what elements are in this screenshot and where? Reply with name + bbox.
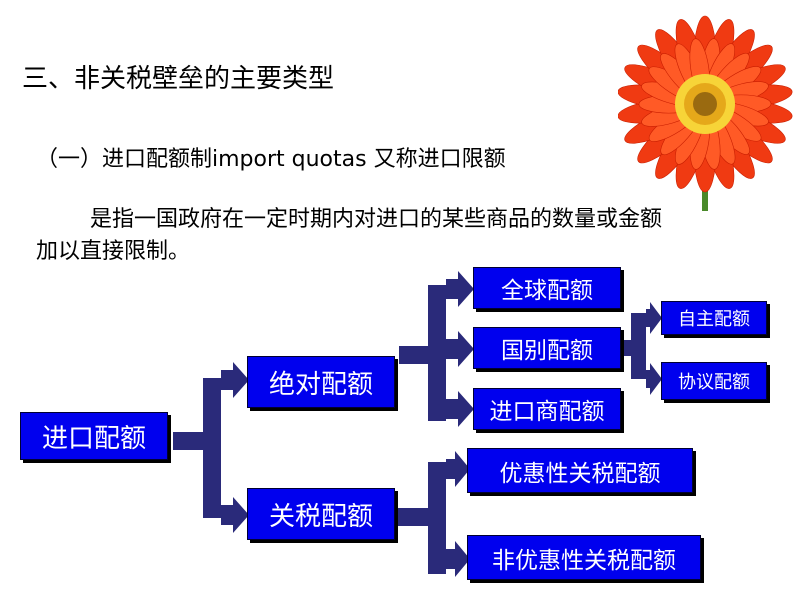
- arrow-to-agreement: [646, 363, 662, 395]
- box-agreement-quota: 协议配额: [661, 362, 767, 400]
- box-global-quota: 全球配额: [473, 267, 621, 309]
- box-importer-quota: 进口商配额: [473, 388, 621, 430]
- arrow-to-preferential: [446, 451, 470, 487]
- box-absolute-quota: 绝对配额: [247, 356, 395, 408]
- connector-tariff-stem: [397, 508, 430, 526]
- description-line-2: 加以直接限制。: [36, 239, 191, 264]
- arrow-to-country: [446, 331, 474, 367]
- arrow-to-importer: [446, 391, 474, 427]
- box-country-quota: 国别配额: [473, 327, 621, 369]
- connector-absolute-stem: [399, 346, 430, 364]
- box-import-quota: 进口配额: [20, 412, 168, 460]
- box-preferential-tariff-quota: 优惠性关税配额: [467, 448, 693, 493]
- arrow-to-non-preferential: [446, 541, 470, 577]
- arrow-to-autonomous: [646, 302, 662, 334]
- description-line-1: 是指一国政府在一定时期内对进口的某些商品的数量或金额: [90, 207, 663, 232]
- arrow-to-absolute: [221, 362, 249, 398]
- box-autonomous-quota: 自主配额: [661, 301, 767, 335]
- connector-root-stem: [173, 432, 205, 450]
- box-non-preferential-tariff-quota: 非优惠性关税配额: [467, 535, 701, 580]
- slide-subheading: （一）进口配额制import quotas 又称进口限额: [36, 147, 506, 172]
- arrow-to-global: [446, 271, 474, 307]
- slide-title: 三、非关税壁垒的主要类型: [22, 64, 335, 94]
- flower-image: [618, 15, 793, 211]
- box-tariff-quota: 关税配额: [247, 488, 395, 540]
- arrow-to-tariff: [221, 497, 249, 533]
